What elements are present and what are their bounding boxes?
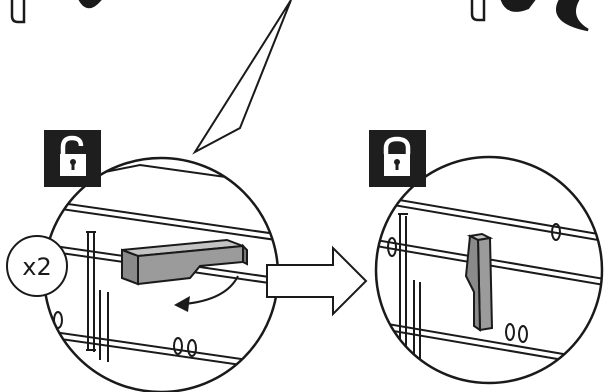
quantity-label: x2	[22, 253, 51, 281]
top-right-arc-partial	[556, 0, 589, 32]
top-left-knob-partial	[78, 0, 102, 9]
rotate-down-arrow	[174, 275, 239, 312]
latch-vertical	[464, 232, 494, 332]
top-left-bracket-partial	[10, 0, 26, 24]
zoom-pointer	[192, 0, 292, 155]
top-right-knob-partial	[500, 0, 536, 12]
locked-detail-view	[374, 155, 604, 385]
unlocked-detail-view	[42, 156, 280, 392]
next-step-arrow	[266, 245, 368, 317]
quantity-callout: x2	[6, 235, 68, 297]
latch-horizontal	[121, 238, 248, 286]
unlocked-padlock-icon	[44, 130, 101, 187]
locked-padlock-icon	[369, 130, 426, 187]
top-partial-drawings	[10, 0, 589, 32]
top-right-bracket-partial	[470, 0, 486, 22]
